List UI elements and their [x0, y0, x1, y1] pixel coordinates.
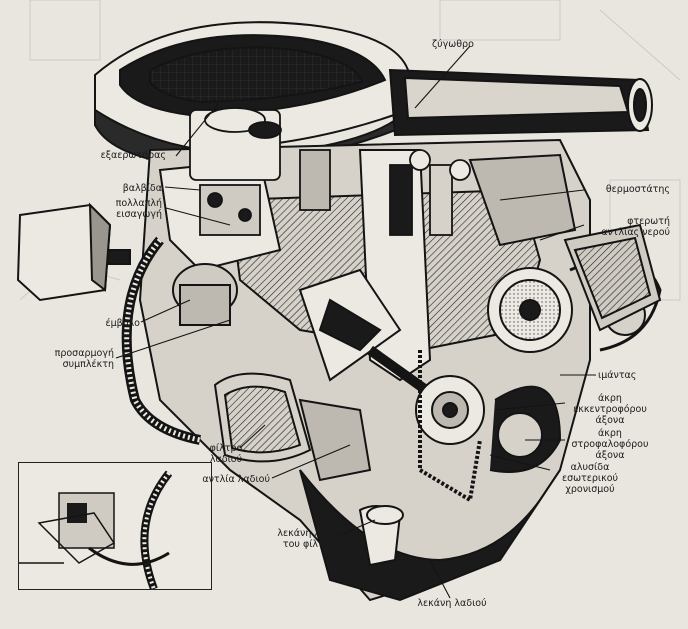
- flywheel: [121, 236, 202, 445]
- carburetor-assembly: [189, 107, 471, 236]
- label-valve: βαλβίδα: [122, 183, 162, 194]
- ignition-box: [16, 202, 131, 302]
- oil-sump: [299, 469, 561, 602]
- label-oil-filter: φίλτρο λαδιού: [209, 443, 243, 465]
- label-camshaft-end: άκρη εκκεντροφόρου άξονα: [573, 393, 647, 426]
- label-water-pump-fan: φτερωτή αντλίας νερού: [601, 216, 670, 238]
- timing-gear: [415, 257, 662, 504]
- alternator: [563, 223, 662, 332]
- label-rocker-cover: ζύγωθρο: [432, 39, 474, 50]
- label-evaporator: εξαερωτήρας: [100, 150, 166, 161]
- label-thermostat: θερμοστάτης: [605, 184, 670, 195]
- oil-filter: [213, 372, 372, 482]
- label-filter-sump: λεκάνη λαδιού του φίλτρου: [277, 528, 347, 550]
- label-oil-pump: αντλία λαδιού: [202, 474, 270, 485]
- label-timing-chain: αλυσίδα εσωτερικού χρονισμού: [561, 462, 619, 495]
- label-intake-manifold: πολλαπλή εισαγωγή: [115, 198, 162, 220]
- inset-drawing: [19, 470, 173, 591]
- intake-snorkel: [388, 68, 653, 137]
- label-oil-sump: λεκάνη λαδιού: [417, 598, 487, 609]
- label-belt: ιμάντας: [598, 370, 637, 381]
- label-clutch-adapter: προσαρμογή συμπλέκτη: [54, 348, 114, 370]
- clutch-detail-inset: [18, 462, 212, 591]
- label-crankshaft-end: άκρη στροφαλοφόρου άξονα: [571, 428, 649, 461]
- label-piston: έμβολο: [105, 318, 141, 329]
- leader-lines: [115, 45, 596, 599]
- engine-block: [138, 138, 591, 602]
